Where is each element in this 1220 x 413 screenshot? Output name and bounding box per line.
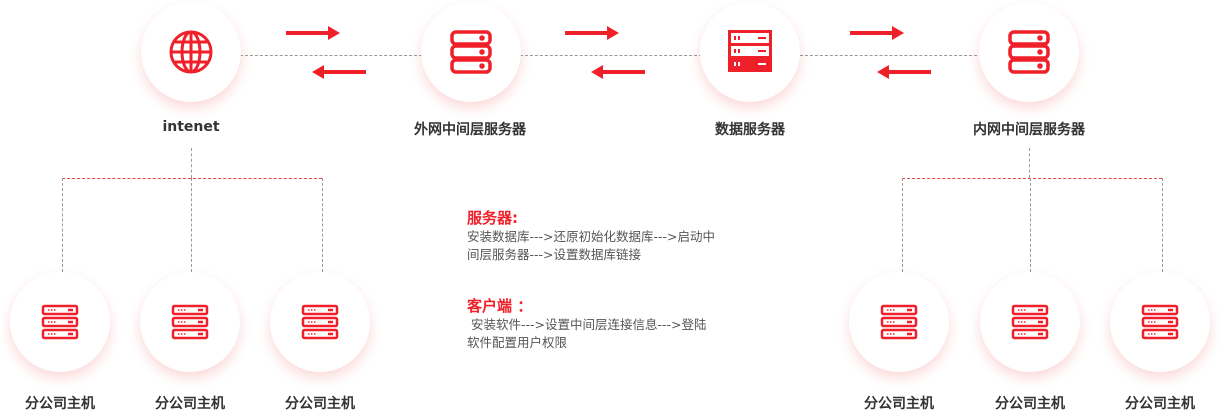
outer-middle-server-node — [421, 2, 521, 102]
arrow-right-icon — [565, 26, 619, 40]
branch-host-label: 分公司主机 — [285, 396, 355, 412]
branch-host-label: 分公司主机 — [155, 396, 225, 412]
branch-right-2 — [1030, 178, 1031, 272]
server-notes-title: 服务器: — [467, 209, 518, 227]
internet-node — [141, 2, 241, 102]
branch-host-label: 分公司主机 — [1125, 396, 1195, 412]
branch-right-3 — [1162, 178, 1163, 272]
server-notes-line: 间层服务器--->设置数据库链接 — [467, 247, 642, 262]
database-server-node — [700, 2, 800, 102]
host-server-icon — [301, 304, 339, 340]
arrow-left-icon — [877, 65, 931, 79]
client-notes-line: 软件配置用户权限 — [467, 335, 568, 350]
globe-icon — [169, 30, 213, 74]
client-notes-title: 客户端 ： — [467, 297, 533, 315]
link-db-inner — [800, 55, 982, 56]
host-server-icon — [1011, 304, 1049, 340]
branch-right-1 — [902, 178, 903, 272]
branch-left-1 — [62, 178, 63, 272]
server-stack-icon — [1008, 30, 1050, 74]
branch-host-node — [849, 272, 949, 372]
arrow-right-icon — [286, 26, 340, 40]
server-notes: 服务器: 安装数据库--->还原初始化数据库--->启动中 间层服务器--->设… — [467, 208, 715, 264]
arrow-left-icon — [591, 65, 645, 79]
inner-middle-server-label: 内网中间层服务器 — [973, 122, 1085, 138]
branch-host-node — [980, 272, 1080, 372]
branch-host-node — [270, 272, 370, 372]
host-server-icon — [1141, 304, 1179, 340]
database-server-label: 数据服务器 — [715, 122, 785, 138]
branch-host-label: 分公司主机 — [25, 396, 95, 412]
client-notes: 客户端 ： 安装软件--->设置中间层连接信息--->登陆 软件配置用户权限 — [467, 296, 706, 352]
branch-host-node — [10, 272, 110, 372]
outer-middle-server-label: 外网中间层服务器 — [414, 122, 526, 138]
host-server-icon — [880, 304, 918, 340]
inner-middle-server-node — [979, 2, 1079, 102]
branch-host-node — [1110, 272, 1210, 372]
branch-host-node — [140, 272, 240, 372]
server-stack-icon — [450, 30, 492, 74]
host-server-icon — [41, 304, 79, 340]
branch-left-2 — [191, 178, 192, 272]
branch-left-bar — [62, 178, 322, 179]
server-notes-line: 安装数据库--->还原初始化数据库--->启动中 — [467, 229, 716, 244]
database-server-icon — [728, 30, 772, 72]
arrow-left-icon — [312, 65, 366, 79]
arrow-right-icon — [850, 26, 904, 40]
branch-host-label: 分公司主机 — [864, 396, 934, 412]
link-internet-outer — [240, 55, 422, 56]
link-outer-db — [520, 55, 702, 56]
client-notes-line: 安装软件--->设置中间层连接信息--->登陆 — [467, 317, 707, 332]
host-server-icon — [171, 304, 209, 340]
branch-left-3 — [322, 178, 323, 272]
link-internet-down — [191, 148, 192, 178]
branch-host-label: 分公司主机 — [995, 396, 1065, 412]
internet-label: intenet — [162, 119, 220, 135]
link-inner-down — [1029, 148, 1030, 178]
branch-right-bar — [902, 178, 1162, 179]
